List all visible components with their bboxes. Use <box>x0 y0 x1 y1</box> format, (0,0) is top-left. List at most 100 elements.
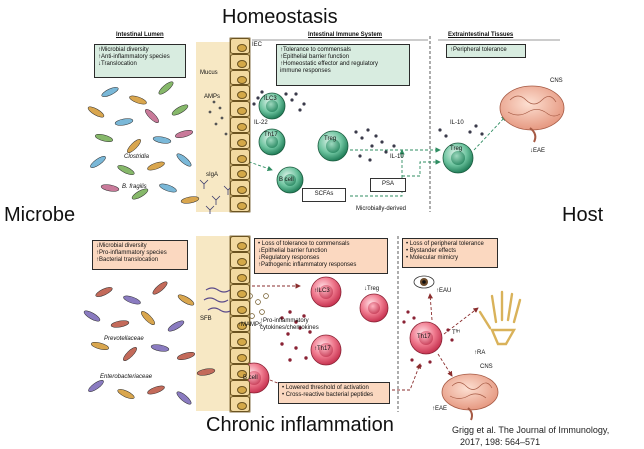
epithelial-cell <box>230 117 250 133</box>
epithelial-nucleus <box>237 202 247 211</box>
label-tfh: Tᶠᴴ <box>452 330 460 336</box>
arrow-to-cns <box>473 115 507 151</box>
treg-red-nucleus <box>368 302 380 314</box>
citation: Grigg et al. The Journal of Immunology, … <box>452 424 609 448</box>
epithelial-nucleus <box>237 107 247 116</box>
label-bcell-top: B cell <box>279 177 294 183</box>
iec-column-bottom <box>230 236 250 412</box>
treg-nucleus <box>326 139 340 153</box>
treg-extra-nucleus <box>451 151 465 165</box>
label-bcell-red: B cell <box>243 375 258 381</box>
header-intestinal-immune: Intestinal Immune System <box>308 32 383 38</box>
box-lumen-top: ↑Microbial diversity ↑Anti-inflammatory … <box>94 44 186 78</box>
bcell-top-nucleus <box>284 174 296 186</box>
epithelial-cell <box>230 236 250 252</box>
arrow-psa <box>402 159 441 177</box>
epithelial-cell <box>230 148 250 165</box>
label-amps: AMPs <box>204 94 221 100</box>
th17-extra-nucleus <box>419 331 433 345</box>
label-eau: ↑EAU <box>436 288 452 294</box>
epithelial-nucleus <box>237 242 247 250</box>
epithelial-nucleus <box>237 322 247 330</box>
label-cns-top: CNS <box>550 78 563 84</box>
ilc3-red-nucleus <box>319 285 333 299</box>
label-il10-extra: IL-10 <box>450 120 464 126</box>
box-extra-bottom: • Loss of peripheral tolerance • Bystand… <box>402 238 498 268</box>
label-th17: Th17 <box>264 132 278 138</box>
bcell-red-nucleus <box>247 371 261 385</box>
epithelial-cell <box>230 364 250 380</box>
epithelial-cell <box>230 164 250 181</box>
label-ilc3-red: ↑ILC3 <box>314 288 330 294</box>
label-siga: sIgA <box>206 172 219 178</box>
epithelial-nucleus <box>237 274 247 282</box>
label-treg: Treg <box>324 136 337 142</box>
epithelial-nucleus <box>237 43 247 52</box>
epithelial-nucleus <box>237 354 247 362</box>
label-mucus: Mucus <box>200 70 218 76</box>
epithelial-cell <box>230 53 250 70</box>
hand-skeleton-icon <box>478 290 522 346</box>
epithelial-cell <box>230 380 250 396</box>
label-prevotellaceae: Prevotellaceae <box>104 336 144 342</box>
epithelial-cell <box>230 268 250 284</box>
label-cns-bottom: CNS <box>480 364 493 370</box>
arrow-hand <box>443 307 479 335</box>
epithelial-cell <box>230 284 250 300</box>
epithelial-cell <box>230 348 250 364</box>
epithelial-nucleus <box>237 91 247 100</box>
brain-bottom <box>441 373 499 421</box>
box-immune-top: ↑Tolerance to commensals ↑Epithelial bar… <box>276 44 410 86</box>
epithelial-nucleus <box>237 59 247 68</box>
eye-icon <box>413 275 435 289</box>
label-host: Host <box>562 204 604 226</box>
ilc3-nucleus <box>266 100 278 112</box>
epithelial-nucleus <box>237 75 247 84</box>
epithelial-cell <box>230 300 250 316</box>
epithelial-cell <box>230 196 250 212</box>
arrow-activation <box>392 363 421 391</box>
box-immune-bottom: • Loss of tolerance to commensals ↓Epith… <box>254 238 388 274</box>
citation-line-1: Grigg et al. The Journal of Immunology, <box>452 425 610 435</box>
box-scfas: SCFAs <box>302 188 346 202</box>
label-il10: IL-10 <box>390 154 404 160</box>
iec-column-top <box>230 38 250 212</box>
label-th17-red: ↑Th17 <box>314 346 331 352</box>
epithelial-cell <box>230 38 250 54</box>
label-cytokines: cytokines/chemokines <box>260 325 319 331</box>
box-lumen-bottom: ↓Microbial diversity ↑Pro-inflammatory s… <box>92 240 188 270</box>
label-sfb: SFB <box>200 316 212 322</box>
box-extra-top: ↑Peripheral tolerance <box>446 44 526 58</box>
label-microbe: Microbe <box>4 204 76 226</box>
epithelial-nucleus <box>237 186 247 195</box>
amps-dots <box>208 100 236 136</box>
box-psa: PSA <box>370 178 406 192</box>
th17-red-nucleus <box>319 343 333 357</box>
epithelial-nucleus <box>237 170 247 179</box>
label-treg-extra: Treg <box>450 146 463 152</box>
epithelial-nucleus <box>237 306 247 314</box>
epithelial-cell <box>230 252 250 268</box>
epithelial-nucleus <box>237 122 247 131</box>
epithelial-nucleus <box>237 402 247 410</box>
label-clostridia: Clostridia <box>124 154 150 160</box>
arrow-scfas <box>350 149 405 197</box>
label-mamps: ↑MAMPs <box>238 322 262 328</box>
citation-line-2: 2017, 198: 564–571 <box>460 437 541 447</box>
cytokine-dots-top <box>252 90 484 162</box>
epithelial-cell <box>230 85 250 102</box>
epithelial-nucleus <box>237 258 247 266</box>
label-ra: ↑RA <box>474 350 486 356</box>
box-activation: • Lowered threshold of activation • Cros… <box>278 382 390 404</box>
brain-top <box>499 85 565 143</box>
epithelial-cell <box>230 132 250 149</box>
label-il22: IL-22 <box>254 120 268 126</box>
label-iec: IEC <box>252 42 263 48</box>
epithelial-cell <box>230 69 250 86</box>
label-ilc3: ILC3 <box>264 96 277 102</box>
arrow-eye <box>427 293 434 321</box>
arrow-brain-bottom <box>437 353 453 377</box>
header-intestinal-lumen: Intestinal Lumen <box>116 32 164 38</box>
label-treg-red: ↓Treg <box>364 286 380 292</box>
epithelial-nucleus <box>237 370 247 378</box>
